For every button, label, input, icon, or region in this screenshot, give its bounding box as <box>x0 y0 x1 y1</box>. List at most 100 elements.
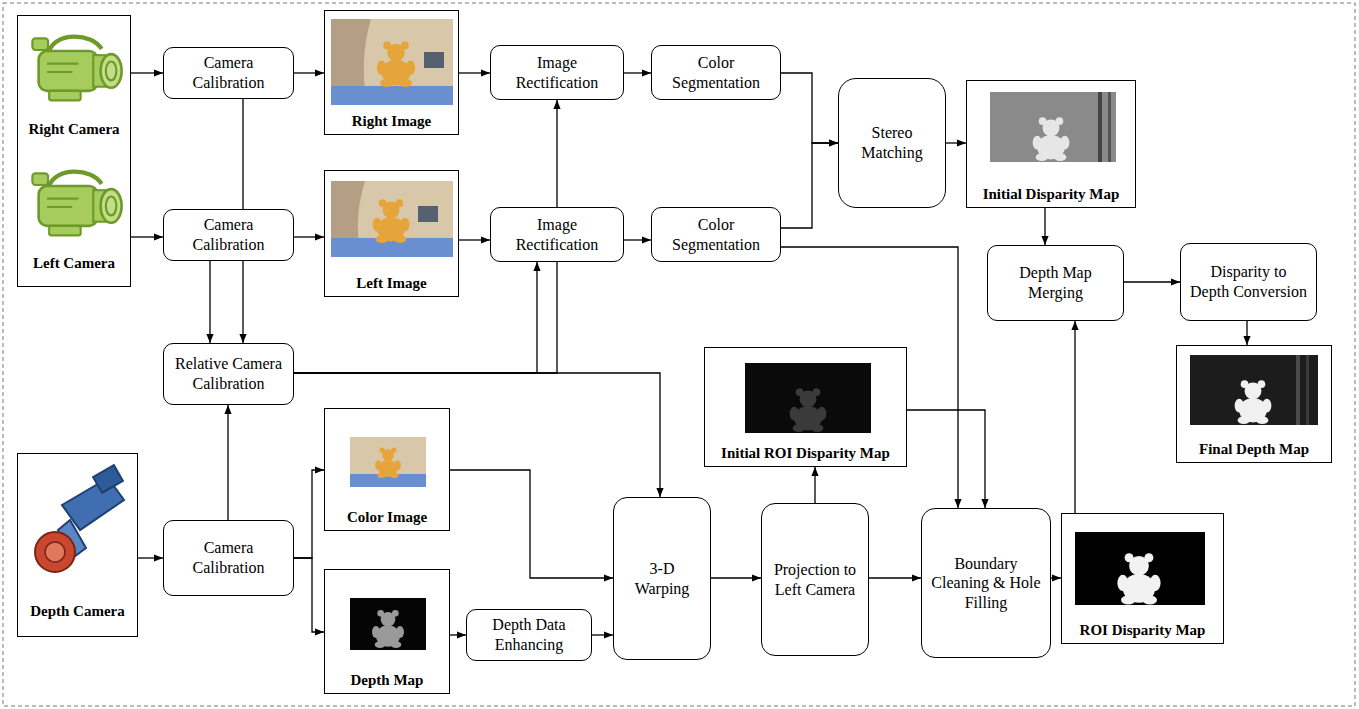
camera-lens <box>35 532 75 572</box>
process-label: Image Rectification <box>500 53 614 92</box>
depth-camera-icon <box>35 465 124 572</box>
depth-photo <box>350 598 426 650</box>
process-box: Image Rectification <box>490 45 624 100</box>
camera-top <box>93 465 123 493</box>
process-box: Depth Map Merging <box>987 245 1124 321</box>
image-box: Initial Disparity Map <box>966 80 1136 208</box>
process-box: Stereo Matching <box>838 78 946 208</box>
bear-silhouette <box>1033 117 1070 161</box>
image-box: Initial ROI Disparity Map <box>704 347 907 467</box>
process-label: Depth Data Enhancing <box>476 615 582 654</box>
connector-arrow <box>781 247 958 508</box>
process-label: Camera Calibration <box>173 53 284 92</box>
photo-strip <box>1098 92 1102 162</box>
photo-tv <box>424 52 444 68</box>
connector-arrow <box>131 236 163 237</box>
image-box: ROI Disparity Map <box>1061 513 1224 644</box>
process-label: Color Segmentation <box>661 53 771 92</box>
bear-silhouette <box>372 610 404 648</box>
photo-strip <box>1108 92 1111 162</box>
caption-label: Right Camera <box>28 120 119 138</box>
process-label: Disparity to Depth Conversion <box>1190 262 1307 301</box>
camera-box: Depth Camera <box>17 453 138 637</box>
process-box: Depth Data Enhancing <box>466 609 592 661</box>
caption-label: ROI Disparity Map <box>1080 621 1206 639</box>
photo-strip <box>1306 355 1309 425</box>
teddy-bear <box>377 41 415 87</box>
process-box: Image Rectification <box>490 207 624 262</box>
process-label: Relative Camera Calibration <box>173 354 284 393</box>
process-label: Camera Calibration <box>173 215 284 254</box>
caption-label: Depth Camera <box>30 602 125 620</box>
caption-label: Depth Map <box>351 671 424 689</box>
dashed-frame <box>3 3 1355 706</box>
caption-label: Initial Disparity Map <box>983 185 1120 203</box>
connector-arrow <box>1044 208 1045 245</box>
final-depth-photo <box>1190 355 1318 425</box>
process-box: Color Segmentation <box>651 45 781 100</box>
photo-ground <box>350 598 426 650</box>
process-label: Color Segmentation <box>661 215 771 254</box>
connector-arrow <box>624 72 651 73</box>
process-label: Camera Calibration <box>173 538 284 577</box>
photo-wall <box>331 19 453 105</box>
process-label: Projection to Left Camera <box>771 560 859 599</box>
connector-arrow <box>781 73 838 143</box>
caption-label: Left Image <box>356 274 426 292</box>
connector-arrow <box>1246 321 1247 345</box>
initial-disparity-photo <box>990 92 1116 162</box>
connector-arrow <box>624 239 651 240</box>
process-box: Camera Calibration <box>163 47 294 99</box>
process-box: Disparity to Depth Conversion <box>1180 243 1317 321</box>
bear-silhouette <box>1235 380 1272 424</box>
photo-cloth <box>331 86 453 105</box>
lens-glass <box>45 542 65 562</box>
connector-arrow <box>294 373 660 497</box>
process-box: Camera Calibration <box>163 209 294 261</box>
connector-arrow <box>138 557 163 558</box>
image-box: Color Image <box>324 408 450 531</box>
process-label: Stereo Matching <box>848 123 936 162</box>
connector-arrow <box>294 236 324 237</box>
process-box: Projection to Left Camera <box>761 503 869 656</box>
caption-label: Right Image <box>352 112 432 130</box>
connector-arrow <box>209 261 210 343</box>
process-label: Depth Map Merging <box>997 263 1114 302</box>
bear-silhouette <box>1117 553 1160 604</box>
process-box: Relative Camera Calibration <box>163 343 294 405</box>
connector-arrow <box>907 410 985 508</box>
connector-arrow <box>227 405 228 520</box>
image-box: Left Image <box>324 170 459 297</box>
process-box: Camera Calibration <box>163 520 294 596</box>
process-label: Boundary Cleaning & Hole Filling <box>931 554 1041 613</box>
camcorder-icon <box>32 37 121 101</box>
color-photo <box>350 437 426 487</box>
camera-pair-box: Right CameraLeft Camera <box>17 15 131 287</box>
connector-arrow <box>1074 321 1075 513</box>
photo-ground <box>1075 532 1205 605</box>
photo-wall <box>331 181 453 257</box>
connector-arrow <box>131 72 163 73</box>
right-photo <box>331 19 453 105</box>
process-label: 3-D Warping <box>623 559 701 598</box>
initial-roi-photo <box>745 363 871 433</box>
image-box: Depth Map <box>324 569 450 694</box>
connector-arrow <box>711 577 761 578</box>
connector-arrow <box>294 262 537 373</box>
photo-wall <box>350 437 426 487</box>
roi-photo <box>1075 532 1205 605</box>
camcorder-icon <box>32 172 121 236</box>
bear-silhouette <box>790 388 827 432</box>
connector-arrow <box>1051 577 1061 578</box>
image-box: Final Depth Map <box>1176 345 1332 463</box>
process-box: Boundary Cleaning & Hole Filling <box>921 508 1051 658</box>
teddy-bear <box>375 448 401 478</box>
image-box: Right Image <box>324 10 459 135</box>
caption-label: Initial ROI Disparity Map <box>721 444 890 462</box>
connector-arrow <box>450 470 613 578</box>
photo-ground <box>990 92 1116 162</box>
connector-arrow <box>459 72 490 73</box>
connector-arrow <box>450 634 466 635</box>
left-photo <box>331 181 453 257</box>
caption-label: Final Depth Map <box>1199 440 1309 458</box>
